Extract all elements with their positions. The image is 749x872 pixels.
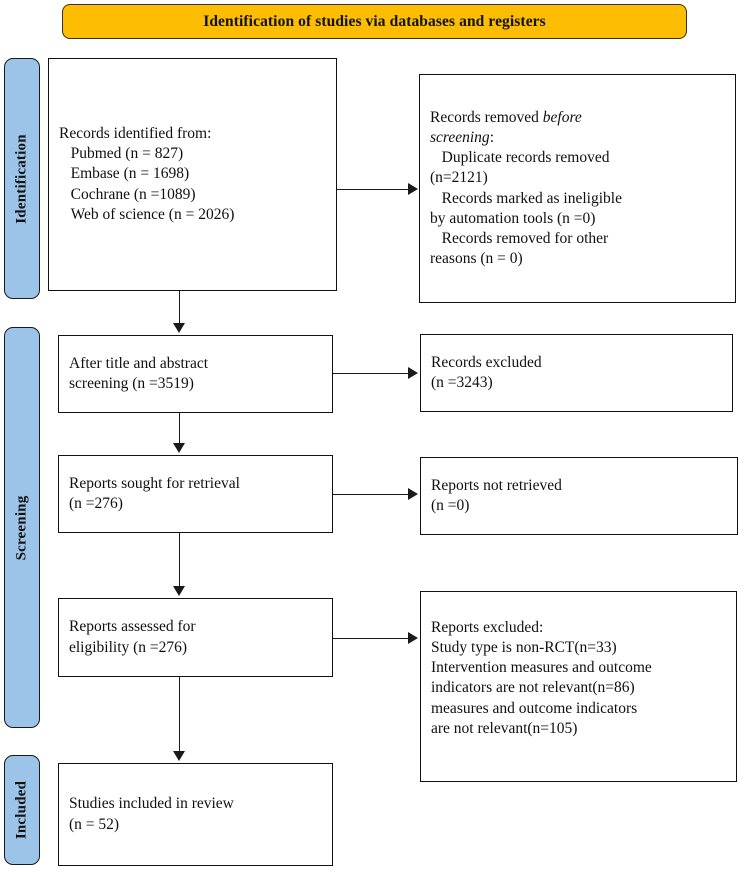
records-removed-other: Records removed for other <box>430 229 609 247</box>
box-reports-not-retrieved: Reports not retrieved (n =0) <box>420 457 738 535</box>
box-after-title-abstract-text: After title and abstract screening (n =3… <box>59 354 218 394</box>
after-title-abstract-line1: After title and abstract <box>69 354 209 372</box>
records-removed-colon: : <box>489 129 494 147</box>
box-reports-excluded-text: Reports excluded: Study type is non-RCT(… <box>421 618 662 739</box>
records-identified-pubmed: Pubmed (n = 827) <box>59 145 184 163</box>
records-removed-before-italic: before <box>542 108 582 126</box>
reports-sought-line2: (n =276) <box>69 495 123 512</box>
stage-sidebar-screening: Screening <box>4 327 40 728</box>
box-records-removed-text: Records removed before screening: Duplic… <box>420 108 632 269</box>
records-identified-cochrane: Cochrane (n =1089) <box>59 185 196 203</box>
box-records-excluded: Records excluded (n =3243) <box>420 334 733 412</box>
reports-excluded-line2: Study type is non-RCT(n=33) <box>431 639 617 657</box>
box-records-removed: Records removed before screening: Duplic… <box>419 74 736 303</box>
connector-screening-to-sought <box>179 413 180 445</box>
arrowhead-assessed-to-excluded <box>408 632 418 644</box>
reports-excluded-line3: Intervention measures and outcome <box>431 659 652 677</box>
box-reports-assessed: Reports assessed for eligibility (n =276… <box>58 598 333 677</box>
box-records-identified: Records identified from: Pubmed (n = 827… <box>48 58 337 291</box>
connector-screening-to-excluded <box>333 373 409 374</box>
reports-sought-line1: Reports sought for retrieval <box>69 474 240 492</box>
reports-excluded-line6: are not relevant(n=105) <box>431 719 578 737</box>
reports-not-retrieved-line1: Reports not retrieved <box>431 476 562 494</box>
arrowhead-screening-to-sought <box>173 443 185 453</box>
stage-sidebar-included: Included <box>4 755 40 865</box>
arrowhead-assessed-to-included <box>173 751 185 761</box>
diagram-banner: Identification of studies via databases … <box>62 4 687 39</box>
connector-identified-to-removed <box>337 189 409 190</box>
connector-identified-to-screening <box>179 291 180 325</box>
box-reports-excluded: Reports excluded: Study type is non-RCT(… <box>420 591 737 782</box>
reports-assessed-line1: Reports assessed for <box>69 618 196 636</box>
records-removed-duplicates: Duplicate records removed <box>430 149 610 167</box>
box-studies-included: Studies included in review (n = 52) <box>58 763 333 866</box>
after-title-abstract-line2: screening (n =3519) <box>69 375 194 392</box>
box-records-excluded-text: Records excluded (n =3243) <box>421 353 552 393</box>
box-reports-not-retrieved-text: Reports not retrieved (n =0) <box>421 476 572 516</box>
banner-title: Identification of studies via databases … <box>203 12 546 30</box>
box-studies-included-text: Studies included in review (n = 52) <box>59 794 244 834</box>
stage-label-identification: Identification <box>13 133 30 224</box>
stage-label-screening: Screening <box>13 495 30 560</box>
box-reports-sought: Reports sought for retrieval (n =276) <box>58 455 333 533</box>
box-records-identified-text: Records identified from: Pubmed (n = 827… <box>49 124 244 225</box>
records-identified-line1: Records identified from: <box>59 125 212 143</box>
connector-sought-to-assessed <box>179 533 180 588</box>
arrowhead-sought-to-not-retrieved <box>408 488 418 500</box>
connector-assessed-to-excluded <box>333 638 409 639</box>
reports-not-retrieved-line2: (n =0) <box>431 497 470 514</box>
arrowhead-identified-to-removed <box>408 183 418 195</box>
arrowhead-identified-to-screening <box>173 323 185 333</box>
reports-excluded-line4: indicators are not relevant(n=86) <box>431 679 635 697</box>
arrowhead-sought-to-assessed <box>173 586 185 596</box>
records-removed-other-n: reasons (n = 0) <box>430 249 523 267</box>
records-removed-screening-italic: screening <box>430 129 490 147</box>
reports-excluded-line1: Reports excluded: <box>431 619 544 636</box>
stage-sidebar-identification: Identification <box>4 58 40 299</box>
records-identified-embase: Embase (n = 1698) <box>59 165 190 183</box>
records-removed-line1a: Records removed <box>430 108 543 126</box>
studies-included-line2: (n = 52) <box>69 815 120 833</box>
box-reports-sought-text: Reports sought for retrieval (n =276) <box>59 474 250 514</box>
stage-label-included: Included <box>13 780 30 840</box>
records-identified-webofscience: Web of science (n = 2026) <box>59 205 235 223</box>
records-removed-ineligible: Records marked as ineligible <box>430 189 622 207</box>
records-removed-duplicates-n: (n=2121) <box>430 169 488 187</box>
records-removed-automation: by automation tools (n =0) <box>430 209 596 227</box>
box-reports-assessed-text: Reports assessed for eligibility (n =276… <box>59 617 206 657</box>
connector-sought-to-not-retrieved <box>333 494 409 495</box>
box-after-title-abstract: After title and abstract screening (n =3… <box>58 335 333 413</box>
studies-included-line1: Studies included in review <box>69 795 234 813</box>
connector-assessed-to-included <box>179 677 180 753</box>
records-excluded-line2: (n =3243) <box>431 374 493 391</box>
arrowhead-screening-to-excluded <box>408 367 418 379</box>
reports-excluded-line5: measures and outcome indicators <box>431 699 638 717</box>
records-excluded-line1: Records excluded <box>431 353 542 371</box>
reports-assessed-line2: eligibility (n =276) <box>69 638 188 656</box>
